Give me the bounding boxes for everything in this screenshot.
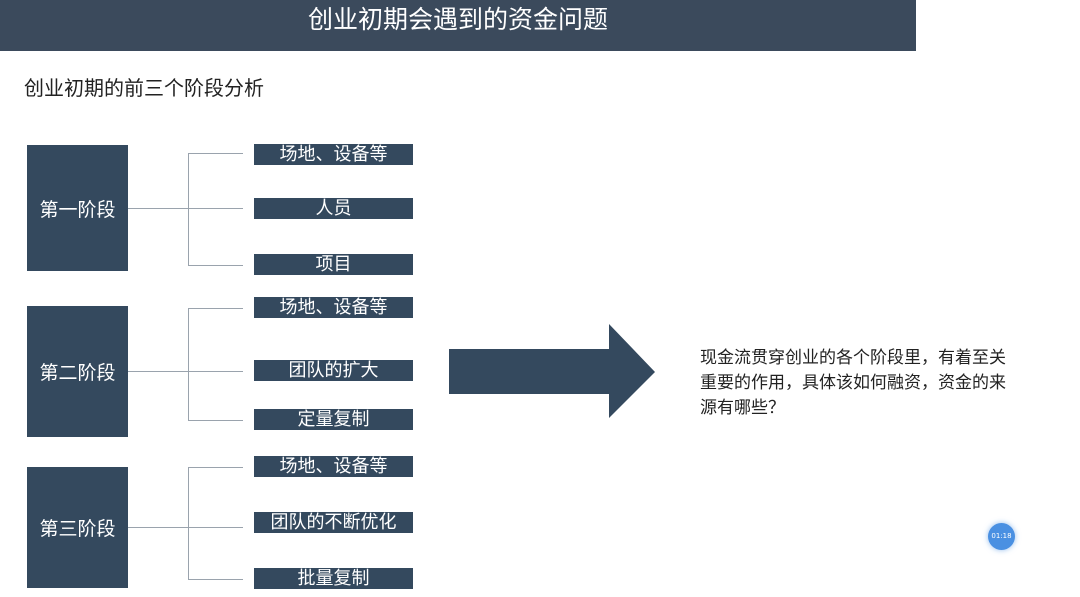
stage-3-branch-3 <box>188 579 243 580</box>
stage-1-item-1: 场地、设备等 <box>254 144 413 165</box>
stage-1-branch-3 <box>188 265 243 266</box>
stage-1-connector <box>128 208 243 209</box>
stage-3-bracket <box>188 467 189 579</box>
cash-flow-statement: 现金流贯穿创业的各个阶段里，有着至关重要的作用，具体该如何融资，资金的来源有哪些… <box>700 348 1006 418</box>
right-arrow-icon <box>449 324 655 418</box>
stage-2-item-3: 定量复制 <box>254 409 413 430</box>
slide-title: 创业初期会遇到的资金问题 <box>307 5 608 34</box>
stage-3-item-2: 团队的不断优化 <box>254 512 413 533</box>
stage-2-branch-1 <box>188 308 243 309</box>
stage-1-branch-1 <box>188 153 243 154</box>
title-bar <box>0 0 916 51</box>
stage-1-item-3: 项目 <box>254 254 413 275</box>
stage-3-branch-1 <box>188 467 243 468</box>
section-subtitle: 创业初期的前三个阶段分析 <box>24 76 264 100</box>
stage-2-bracket <box>188 308 189 420</box>
stage-3-item-1: 场地、设备等 <box>254 456 413 477</box>
stage-1-bracket <box>188 153 189 265</box>
stage-3-connector <box>128 527 243 528</box>
stage-3-item-3: 批量复制 <box>254 568 413 589</box>
stage-2-item-2: 团队的扩大 <box>254 360 413 381</box>
stage-2-connector <box>128 371 243 372</box>
stage-1-item-2: 人员 <box>254 198 413 219</box>
timer-badge[interactable]: 01:18 <box>988 523 1015 550</box>
stage-2-box: 第二阶段 <box>27 306 128 437</box>
stage-1-box: 第一阶段 <box>27 145 128 271</box>
stage-2-branch-3 <box>188 420 243 421</box>
stage-3-box: 第三阶段 <box>27 467 128 588</box>
stage-2-item-1: 场地、设备等 <box>254 297 413 318</box>
